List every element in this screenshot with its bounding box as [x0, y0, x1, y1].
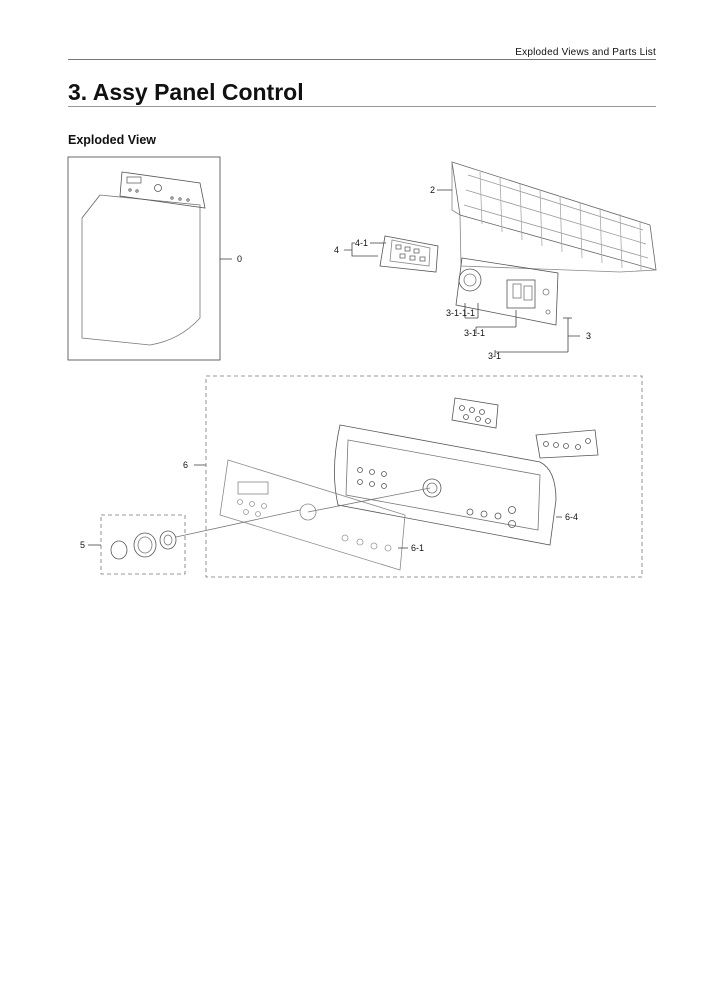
- callout-3-1: 3-1: [488, 351, 501, 361]
- title-rule: [68, 106, 656, 107]
- callout-6-4: 6-4: [565, 512, 578, 522]
- header-rule: [68, 59, 656, 60]
- washer-assembly-illustration: [67, 156, 232, 361]
- callout-4-1: 4-1: [355, 238, 368, 248]
- callout-3-1-1: 3-1-1: [464, 328, 485, 338]
- exploded-view-heading: Exploded View: [68, 133, 156, 147]
- callout-6-1: 6-1: [411, 543, 424, 553]
- section-title: 3. Assy Panel Control: [68, 79, 304, 105]
- panel-control-assembly-illustration: [194, 375, 643, 578]
- running-header: Exploded Views and Parts List: [515, 47, 656, 58]
- callout-3: 3: [586, 331, 591, 341]
- callout-0: 0: [237, 254, 242, 264]
- main-pcb-assembly-illustration: [455, 257, 580, 356]
- rear-panel-grille-illustration: [437, 161, 657, 273]
- callout-3-1-1-1: 3-1-1-1: [446, 308, 475, 318]
- sub-pcb-illustration: [344, 235, 439, 273]
- callout-5: 5: [80, 540, 85, 550]
- callout-4: 4: [334, 245, 339, 255]
- callout-2: 2: [430, 185, 435, 195]
- knob-assembly-illustration: [88, 509, 301, 575]
- callout-6: 6: [183, 460, 188, 470]
